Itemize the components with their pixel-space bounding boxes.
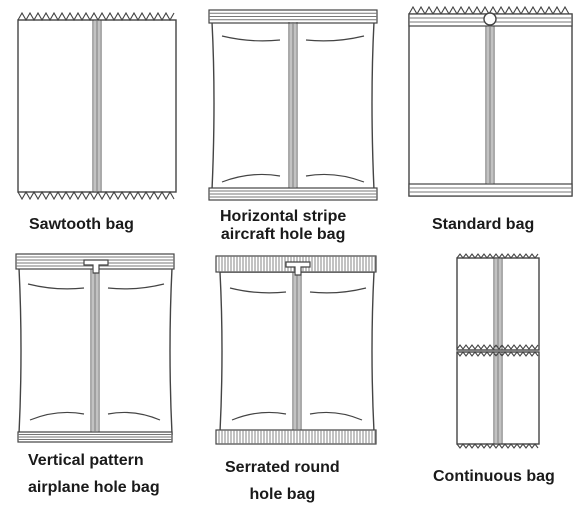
standard-bag-drawing <box>408 5 573 197</box>
vertical-pattern-bag-drawing <box>15 253 175 443</box>
serrated-round-bag-drawing <box>215 255 377 445</box>
label-sawtooth-bag: Sawtooth bag <box>29 216 134 233</box>
wrinkle-bottom-left <box>231 411 287 421</box>
label-serrated-round-bag: Serrated round hole bag <box>225 459 340 503</box>
wrinkle-top-left <box>27 283 85 290</box>
wrinkle-top-right <box>309 287 367 294</box>
wrinkle-bottom-right <box>107 411 161 421</box>
sawtooth-center-seal <box>92 20 102 192</box>
horizontal-stripe-center-seal <box>288 22 298 188</box>
continuous-bag-lower-center-seal <box>493 352 503 444</box>
wrinkle-top-right <box>107 283 165 290</box>
standard-bottom-seal <box>408 183 573 197</box>
vertical-pattern-bottom-seal <box>17 431 173 443</box>
airplane-hole-vertical-pattern <box>83 259 109 274</box>
continuous-bag-drawing <box>456 253 540 449</box>
horizontal-stripe-bottom-seal <box>208 187 378 201</box>
wrinkle-bottom-right <box>309 411 363 421</box>
wrinkle-bottom-left <box>221 173 281 183</box>
horizontal-stripe-bag-drawing <box>208 9 378 201</box>
standard-round-hole <box>483 12 497 26</box>
wrinkle-bottom-left <box>29 411 85 421</box>
wrinkle-top-left <box>229 287 287 294</box>
continuous-middle-serration-a <box>456 344 539 350</box>
label-continuous-bag: Continuous bag <box>433 468 555 485</box>
horizontal-stripe-top-seal <box>208 9 378 24</box>
standard-center-seal <box>485 26 495 184</box>
continuous-bottom-serration <box>456 443 539 449</box>
sawtooth-bag-drawing <box>17 11 177 201</box>
continuous-top-serration <box>456 253 539 259</box>
continuous-middle-serration-b <box>456 351 539 357</box>
label-vertical-pattern-bag: Vertical pattern airplane hole bag <box>28 452 160 496</box>
vertical-pattern-center-seal <box>90 269 100 432</box>
wrinkle-top-left <box>221 35 281 42</box>
label-standard-bag: Standard bag <box>432 216 535 233</box>
sawtooth-bottom-edge <box>17 190 175 201</box>
sawtooth-top-edge <box>17 11 175 22</box>
label-horizontal-stripe-bag: Horizontal stripe aircraft hole bag <box>220 208 347 243</box>
wrinkle-top-right <box>305 35 365 42</box>
wrinkle-bottom-right <box>305 173 365 183</box>
serrated-round-center-seal <box>292 272 302 430</box>
continuous-bag-upper-center-seal <box>493 258 503 350</box>
airplane-hole-serrated-round <box>285 261 311 276</box>
serrated-round-bottom-seal <box>215 429 377 445</box>
